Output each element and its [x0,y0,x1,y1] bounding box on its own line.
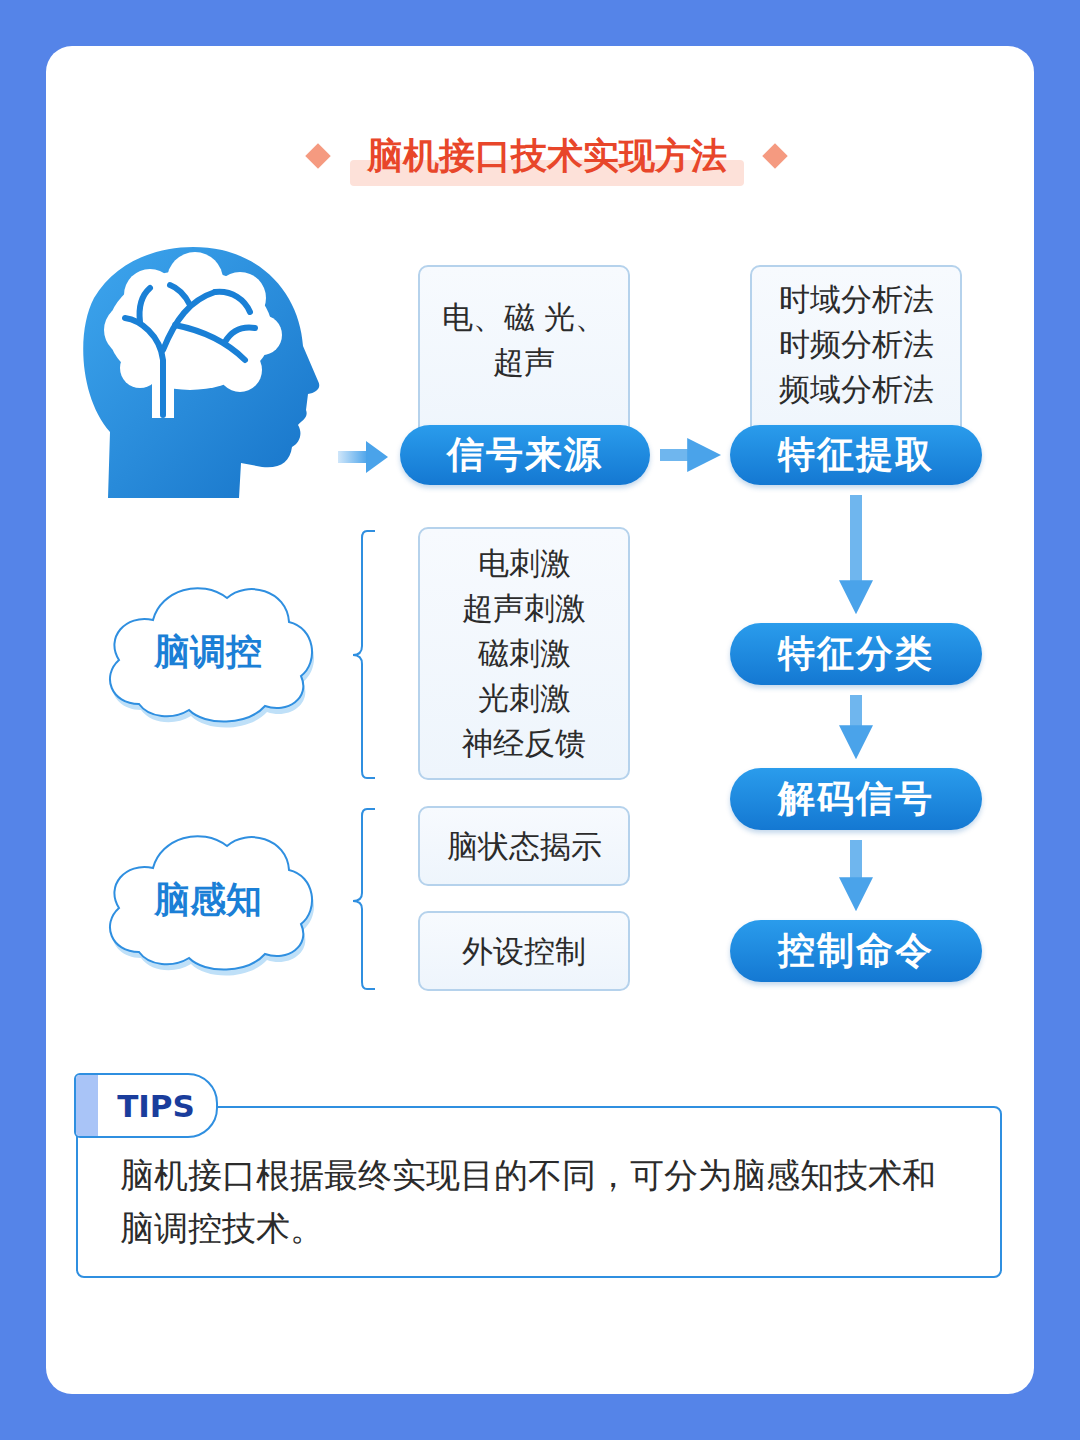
cloud-outline [110,588,312,721]
box-node: 电刺激 超声刺激 磁刺激 光刺激 神经反馈 [418,527,630,780]
step-label: 解码信号 [778,774,934,824]
step-pill: 解码信号 [730,768,982,830]
flow-arrow [850,695,862,732]
tag-node: 电、磁 光、超声信号来源 [400,265,650,485]
cloud-node: 脑感知 [97,820,319,980]
cloud-node: 脑调控 [97,572,319,732]
method-list: 电、磁 光、超声 [439,295,609,385]
brain-veins [125,285,255,415]
content-box: 电刺激 超声刺激 磁刺激 光刺激 神经反馈 [418,527,630,780]
category-label: 脑感知 [154,876,262,925]
title-diamond [762,143,787,168]
tag-stripe [76,1075,98,1136]
step-pill: 控制命令 [730,920,982,982]
flow-arrow [850,495,862,587]
pill-node: 控制命令 [730,920,982,982]
diagram-title: 脑机接口技术实现方法 [340,128,754,184]
tag-label: 特征提取 [778,430,934,480]
tips-heading: TIPS [97,1088,195,1124]
step-pill: 特征分类 [730,623,982,685]
item-text: 外设控制 [434,929,614,974]
step-label: 控制命令 [778,926,934,976]
tag-node: 时域分析法 时频分析法 频域分析法特征提取 [730,265,982,485]
content-box: 脑状态揭示 [418,806,630,886]
pill-node: 特征分类 [730,623,982,685]
item-text: 电刺激 超声刺激 磁刺激 光刺激 神经反馈 [434,541,614,766]
flow-arrow [850,840,862,884]
method-list: 时域分析法 时频分析法 频域分析法 [771,277,941,412]
content-box: 外设控制 [418,911,630,991]
head-illustration [83,247,319,498]
box-node: 外设控制 [418,911,630,991]
title-diamond [305,143,330,168]
brain-shape [104,252,282,418]
pill-node: 解码信号 [730,768,982,830]
tips-tag: TIPS [74,1073,218,1138]
curly-bracket [353,809,375,989]
input-arrow [338,441,388,473]
curly-bracket [353,531,375,778]
flow-arrow [660,449,694,461]
tips-node: TIPS 脑机接口根据最终实现目的不同，可分为脑感知技术和脑调控技术。 [76,1073,1002,1278]
tag-pill: 信号来源 [400,425,650,485]
item-text: 脑状态揭示 [434,824,614,869]
tips-body: 脑机接口根据最终实现目的不同，可分为脑感知技术和脑调控技术。 [120,1149,950,1255]
head-silhouette [83,247,319,498]
box-node: 脑状态揭示 [418,806,630,886]
tag-label: 信号来源 [447,430,603,480]
cloud-outline [110,836,312,969]
category-label: 脑调控 [154,628,262,677]
step-label: 特征分类 [778,629,934,679]
tag-pill: 特征提取 [730,425,982,485]
